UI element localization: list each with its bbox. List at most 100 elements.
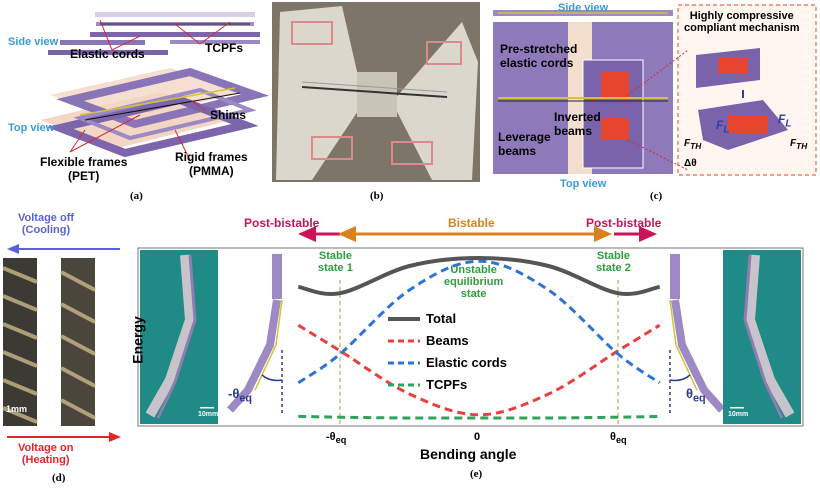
tcpf-micrograph bbox=[2, 258, 121, 426]
right-bent-schematic bbox=[669, 254, 725, 415]
leverage-text: Leverage bbox=[498, 130, 551, 144]
theta-left-sub: eq bbox=[239, 392, 252, 405]
scale-bar-right: 10mm bbox=[728, 411, 749, 418]
dtheta-label: Δθ bbox=[684, 158, 697, 169]
left-bent-photo bbox=[140, 250, 218, 424]
x-tick-pos-text: θ bbox=[610, 431, 616, 443]
heating-text: (Heating) bbox=[21, 454, 70, 466]
theta-right-text: θ bbox=[686, 386, 694, 401]
panel-d: Voltage off (Cooling) 1mm Voltage on (He… bbox=[0, 210, 130, 485]
inverted-label: Inverted beams bbox=[554, 110, 601, 138]
legend-tcpf-label: TCPFs bbox=[426, 377, 468, 392]
panel-e: Post-bistable Bistable Post-bistable Sta… bbox=[130, 210, 820, 485]
mechanism-label: Highly compressive compliant mechanism bbox=[684, 10, 800, 34]
voltage-on-label: Voltage on (Heating) bbox=[18, 442, 73, 466]
fth-right-sub: TH bbox=[796, 141, 808, 151]
fl-right-text: F bbox=[778, 112, 786, 126]
fth-left-text: F bbox=[684, 138, 691, 149]
theta-left-label: -θeq bbox=[228, 386, 252, 405]
fl-right-label: FL bbox=[778, 112, 791, 129]
x-tick-pos: θeq bbox=[610, 431, 627, 445]
series-line-beams bbox=[297, 323, 661, 417]
c-side-view-label: Side view bbox=[558, 2, 609, 14]
caption-a: (a) bbox=[130, 190, 143, 202]
caption-b: (b) bbox=[370, 190, 384, 202]
prototype-photo bbox=[272, 2, 480, 182]
x-tick-pos-sub: eq bbox=[615, 435, 627, 446]
fth-right-text: F bbox=[790, 138, 797, 149]
y-axis-label: Energy bbox=[129, 316, 146, 364]
unstable-text2: equilibrium bbox=[444, 276, 504, 288]
stable2-text2: state 2 bbox=[596, 262, 631, 274]
legend-total-label: Total bbox=[426, 311, 457, 326]
series-line-elastic-cords bbox=[297, 259, 661, 385]
stable1-text: Stable bbox=[318, 250, 352, 262]
mechanism-text2: compliant mechanism bbox=[684, 22, 800, 34]
top-view-frames bbox=[40, 67, 270, 158]
prestretched-label: Pre-stretched elastic cords bbox=[500, 42, 577, 70]
caption-d: (d) bbox=[52, 472, 66, 484]
heating-arrow bbox=[7, 432, 121, 442]
x-tick-zero: 0 bbox=[474, 431, 481, 443]
plot-frame bbox=[137, 247, 804, 427]
fth-right-label: FTH bbox=[790, 138, 807, 151]
series-line-tcpfs bbox=[298, 414, 660, 420]
rigid-frames-text: Rigid frames bbox=[175, 150, 248, 164]
side-view-label: Side view bbox=[8, 36, 59, 48]
scale-bar-left: 10mm bbox=[198, 411, 219, 418]
panel-a-drawing bbox=[40, 12, 270, 161]
coiled-fibers-image bbox=[2, 258, 121, 426]
c-top-view-label: Top view bbox=[560, 178, 607, 190]
fth-left-sub: TH bbox=[690, 141, 702, 151]
stable2-text: Stable bbox=[596, 250, 630, 262]
flexible-frames-label: Flexible frames (PET) bbox=[40, 155, 127, 183]
stable1-text2: state 1 bbox=[318, 262, 353, 274]
leverage-label: Leverage beams bbox=[498, 130, 551, 158]
fl-left-text: F bbox=[716, 118, 724, 132]
right-bent-photo bbox=[723, 250, 801, 424]
fth-left-label: FTH bbox=[684, 138, 701, 151]
chart-legend bbox=[388, 317, 420, 387]
unstable-state-label: Unstable equilibrium state bbox=[444, 264, 503, 300]
panel-c: Side view Top view Pre-stretched elastic… bbox=[488, 0, 820, 205]
series-line-total bbox=[297, 255, 661, 296]
fl-left-label: FL bbox=[716, 118, 729, 135]
cooling-arrow bbox=[7, 244, 120, 254]
x-tick-neg-sub: eq bbox=[335, 435, 347, 446]
x-tick-neg: -θeq bbox=[326, 431, 346, 445]
voltage-on-text: Voltage on bbox=[18, 442, 74, 454]
energy-curves bbox=[297, 255, 661, 420]
fl-left-sub: L bbox=[723, 124, 730, 136]
theta-left-text: -θ bbox=[228, 386, 240, 401]
unstable-text3: state bbox=[460, 288, 487, 300]
prestretched-text: Pre-stretched bbox=[500, 42, 578, 56]
legend-cords-label: Elastic cords bbox=[426, 355, 507, 370]
prestretched-text2: elastic cords bbox=[500, 56, 574, 70]
top-view-label: Top view bbox=[8, 122, 55, 134]
theta-right-label: θeq bbox=[686, 386, 706, 405]
mechanism-text: Highly compressive bbox=[689, 10, 794, 22]
voltage-off-label: Voltage off (Cooling) bbox=[18, 212, 74, 236]
rigid-frames-label: Rigid frames (PMMA) bbox=[175, 150, 248, 178]
panel-c-drawing bbox=[493, 4, 817, 176]
unstable-text1: Unstable bbox=[450, 264, 497, 276]
inverted-text2: beams bbox=[554, 124, 593, 138]
inverted-text: Inverted bbox=[554, 110, 601, 124]
region-arrows bbox=[298, 226, 657, 242]
tcpfs-label: TCPFs bbox=[205, 41, 244, 55]
energy-landscape-figure bbox=[137, 226, 804, 427]
caption-c: (c) bbox=[650, 190, 663, 202]
stable-state-1-label: Stable state 1 bbox=[318, 250, 353, 274]
fl-right-sub: L bbox=[785, 118, 792, 130]
shims-label: Shims bbox=[210, 108, 247, 122]
pointer-lines bbox=[69, 19, 231, 161]
left-bent-schematic bbox=[227, 254, 283, 415]
bistable-label: Bistable bbox=[448, 216, 495, 230]
voltage-off-text: Voltage off bbox=[18, 212, 75, 224]
x-axis-label: Bending angle bbox=[420, 446, 517, 462]
caption-e: (e) bbox=[470, 468, 483, 480]
post-bistable-left-label: Post-bistable bbox=[244, 216, 320, 230]
panel-b-photo: (b) bbox=[272, 2, 480, 202]
stable-state-2-label: Stable state 2 bbox=[596, 250, 631, 274]
elastic-cords-label: Elastic cords bbox=[70, 47, 145, 61]
